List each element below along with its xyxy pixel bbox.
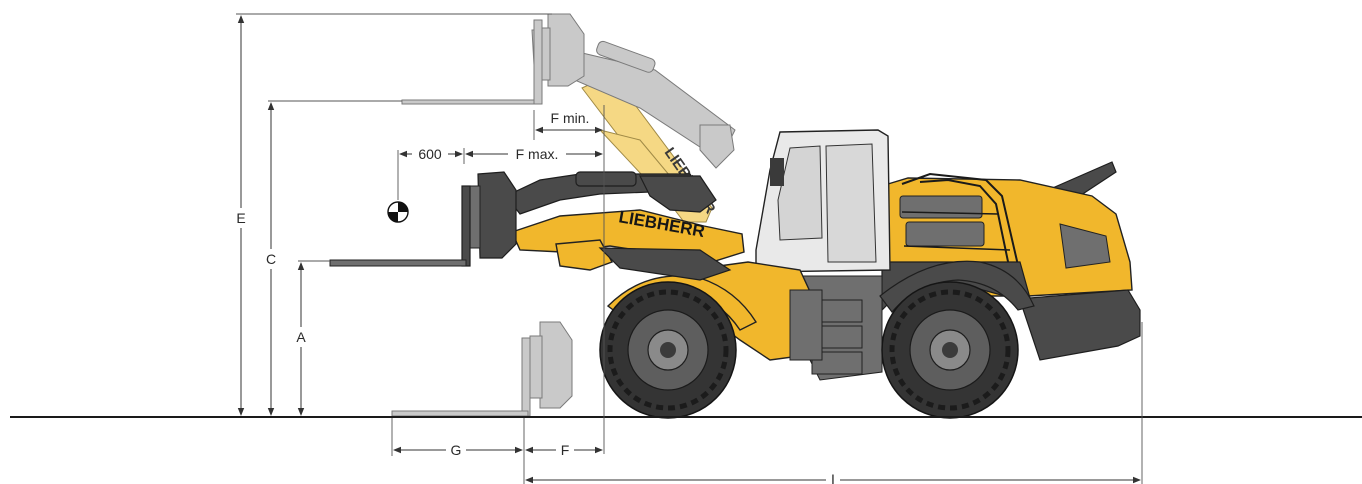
label-f-min: F min.: [551, 110, 590, 126]
label-i: I: [831, 471, 835, 484]
dimension-600: [399, 146, 463, 162]
dimension-i: [525, 472, 1141, 484]
dimension-f-max: [465, 146, 603, 162]
label-a: A: [296, 329, 306, 345]
load-center-symbol: [387, 201, 409, 223]
fork-tine: [329, 259, 467, 267]
guide-lines: [236, 13, 1143, 484]
wheel-loader-machine: LIEBHERR: [329, 129, 1141, 419]
label-e: E: [236, 210, 245, 226]
dimension-e: [233, 15, 249, 416]
front-wheel: [599, 281, 737, 419]
label-f: F: [561, 442, 570, 458]
dimension-c: [263, 102, 279, 416]
label-g: G: [451, 442, 462, 458]
label-f-max: F max.: [516, 146, 559, 162]
dimension-a: [293, 262, 309, 416]
dimension-g: [393, 442, 523, 458]
label-c: C: [266, 251, 276, 267]
dimension-f: [525, 442, 603, 458]
rear-wheel: [881, 281, 1019, 419]
fork-carriage: [477, 171, 517, 259]
lowered-fork-ghost: [391, 321, 573, 417]
label-600: 600: [418, 146, 442, 162]
